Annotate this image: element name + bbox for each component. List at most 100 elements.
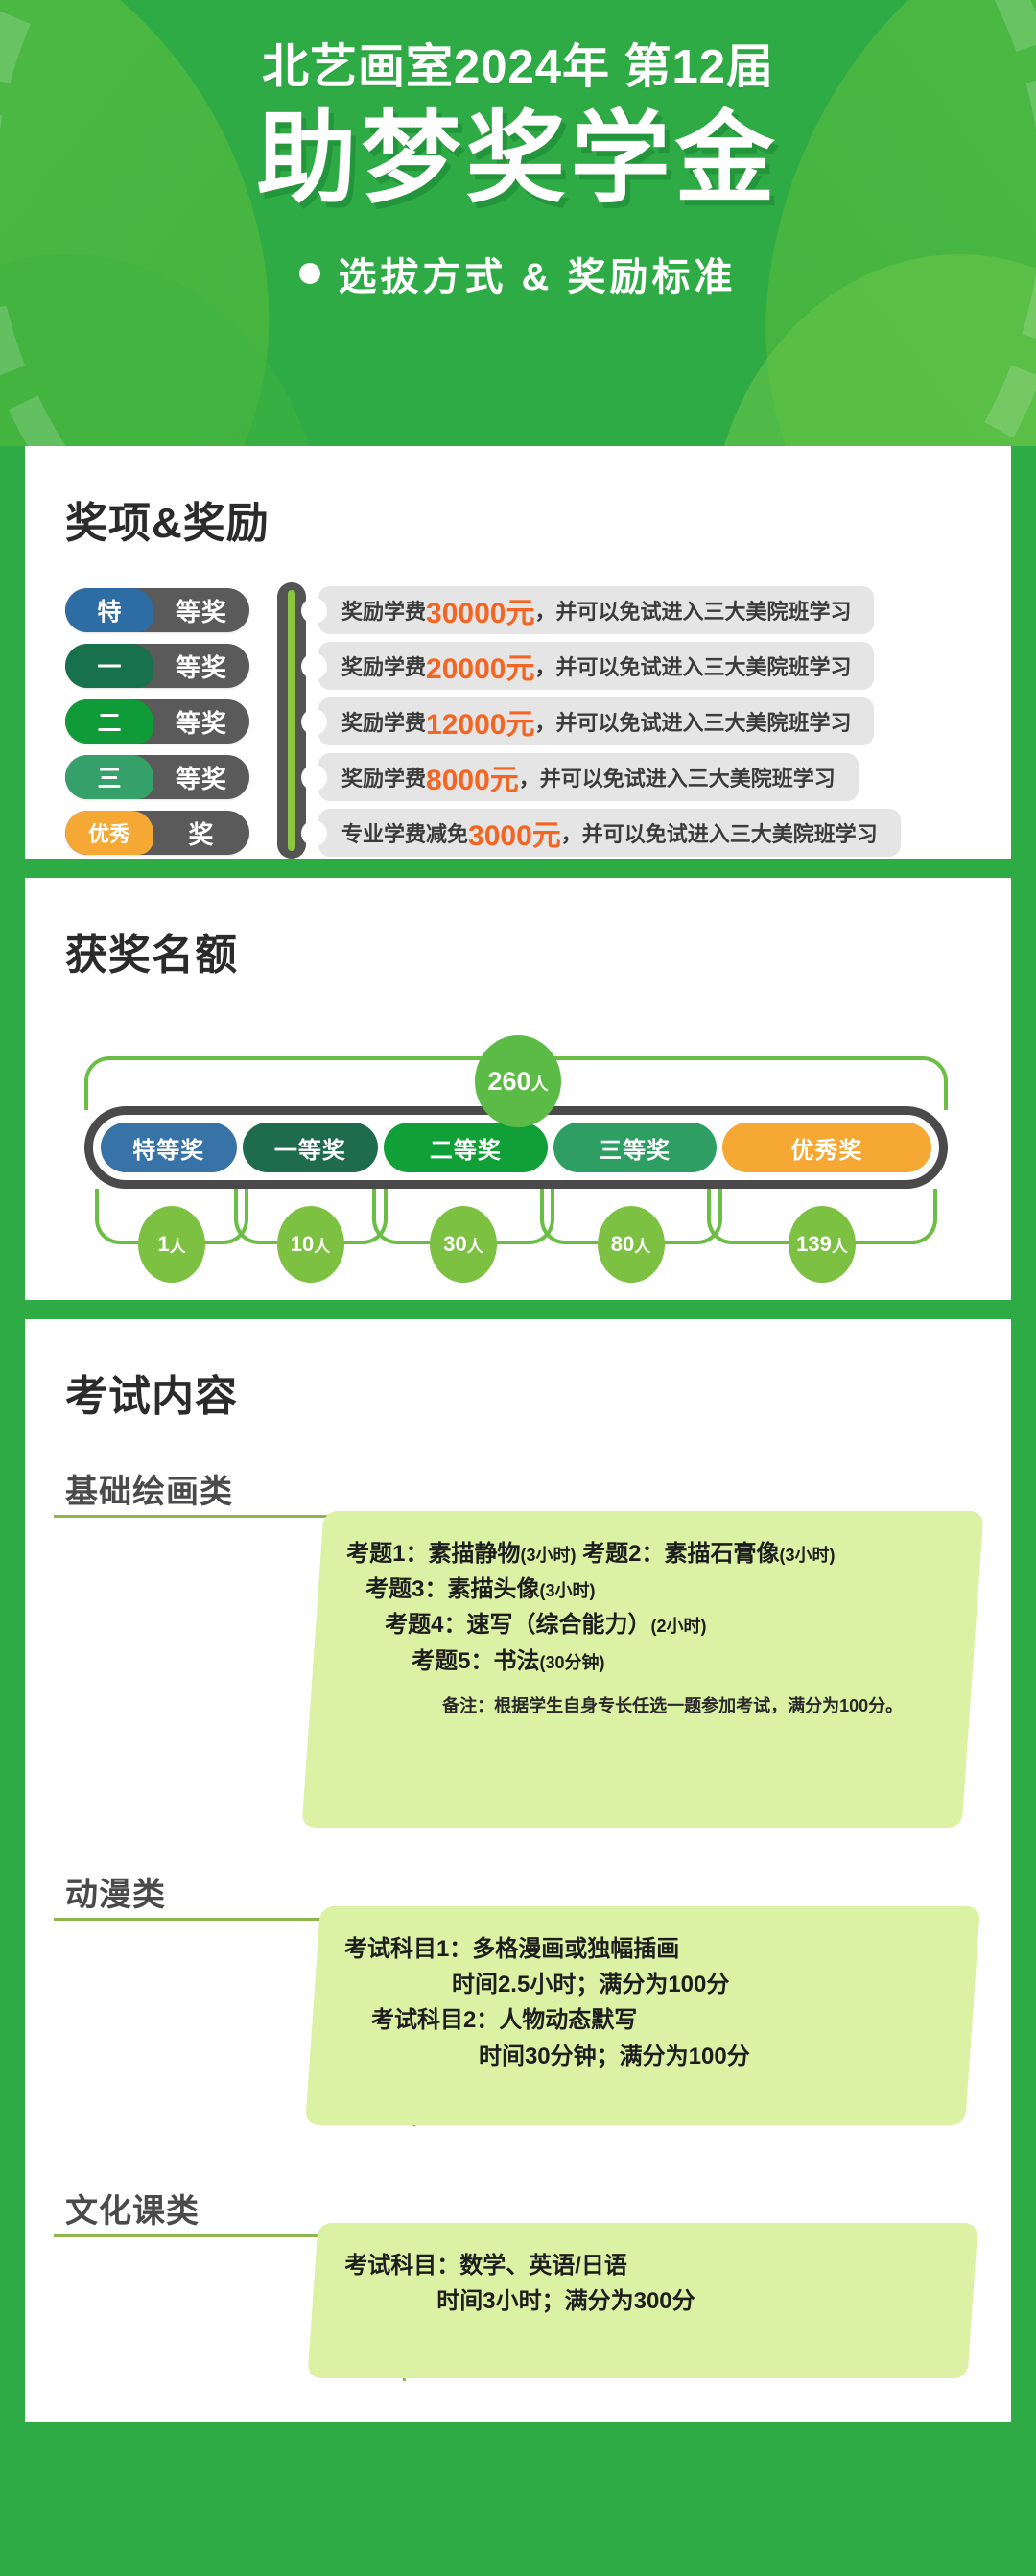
- exam-line: 时间3小时；满分为300分: [436, 2283, 943, 2319]
- exam-line: 考题1：素描静物(3小时) 考题2：素描石膏像(3小时): [346, 1536, 945, 1572]
- reward-amount: 12000元: [426, 709, 535, 741]
- reward-suffix: ，并可以免试进入三大美院班学习: [518, 767, 836, 791]
- reward-amount: 3000元: [468, 820, 561, 852]
- exam-line-duration: (2小时): [650, 1617, 707, 1637]
- reward-amount: 30000元: [426, 598, 535, 629]
- exam-connector-line-icon: [54, 1514, 433, 1841]
- timeline-dot-icon: [301, 764, 327, 791]
- award-grade-char: 特: [65, 588, 153, 632]
- reward-amount: 8000元: [426, 765, 519, 796]
- exam-line-duration: (3小时): [539, 1581, 596, 1601]
- award-grade-badge: 优秀 奖: [65, 811, 249, 855]
- exam-line-text: 考题1：素描静物: [346, 1541, 521, 1567]
- exam-line: 考试科目1：多格漫画或独幅插画: [344, 1931, 943, 1967]
- award-grade-suffix: 等奖: [175, 764, 227, 793]
- header-tagline-row: 选拔方式 & 奖励标准: [0, 246, 1036, 301]
- reward-prefix: 奖励学费: [341, 655, 427, 679]
- quota-total-bubble: 260人: [475, 1035, 561, 1127]
- quota-grade-pill[interactable]: 一等奖: [242, 1123, 379, 1172]
- exam-line-text: 考题5：书法: [412, 1647, 540, 1674]
- quota-grade-pill[interactable]: 特等奖: [101, 1123, 237, 1172]
- exam-card: 考试内容 基础绘画类考题1：素描静物(3小时) 考题2：素描石膏像(3小时)考题…: [25, 1319, 1011, 2422]
- timeline-dot-icon: [301, 819, 327, 846]
- exam-line: 考试科目2：人物动态默写: [371, 2002, 943, 2038]
- exam-category-label: 文化课类: [65, 2193, 200, 2230]
- reward-suffix: ，并可以免试进入三大美院班学习: [534, 655, 852, 679]
- reward-prefix: 专业学费减免: [341, 822, 469, 846]
- quota-grade-pill[interactable]: 优秀奖: [721, 1123, 931, 1172]
- exam-line: 考题4：速写（综合能力）(2小时): [385, 1607, 945, 1642]
- quota-grade-pill[interactable]: 三等奖: [553, 1123, 717, 1172]
- reward-amount: 20000元: [426, 653, 535, 685]
- exam-line-text: 时间2.5小时；满分为100分: [451, 1972, 730, 1998]
- exam-line-text-2: 考题2：素描石膏像: [576, 1541, 780, 1567]
- timeline-dot-icon: [301, 597, 327, 624]
- award-grade-suffix: 等奖: [175, 708, 227, 738]
- award-grade-badge: 三等奖: [65, 755, 249, 799]
- award-grade-suffix: 奖: [188, 819, 215, 849]
- exam-category-label: 基础绘画类: [65, 1474, 233, 1510]
- exam-connector-line-icon: [54, 2233, 407, 2393]
- quota-grade-pill[interactable]: 二等奖: [384, 1123, 548, 1172]
- award-grade-char: 二: [65, 699, 153, 744]
- award-grade-badge: 一等奖: [65, 644, 249, 688]
- reward-prefix: 奖励学费: [341, 767, 427, 791]
- award-grade-badge: 特等奖: [65, 588, 249, 632]
- exam-line-text: 时间30分钟；满分为100分: [478, 2043, 750, 2069]
- header-tagline: 选拔方式 & 奖励标准: [338, 256, 737, 299]
- reward-suffix: ，并可以免试进入三大美院班学习: [560, 822, 878, 846]
- awards-section-title: 奖项&奖励: [65, 500, 270, 547]
- poster-header: 北艺画室2024年 第12届 助梦奖学金 选拔方式 & 奖励标准: [0, 0, 1036, 446]
- reward-suffix: ，并可以免试进入三大美院班学习: [534, 600, 852, 624]
- poster-main-title: 助梦奖学金: [256, 104, 780, 216]
- reward-prefix: 奖励学费: [341, 711, 427, 735]
- exam-connector-line-icon: [54, 1917, 416, 2139]
- exam-line-duration: (3小时): [520, 1546, 577, 1565]
- exam-line-text: 考题3：素描头像: [365, 1576, 540, 1603]
- exam-content-panel: 考题1：素描静物(3小时) 考题2：素描石膏像(3小时)考题3：素描头像(3小时…: [301, 1511, 984, 1828]
- exam-line-text: 时间3小时；满分为300分: [436, 2288, 695, 2315]
- exam-line: 考试科目：数学、英语/日语: [344, 2248, 943, 2283]
- dot-icon: [299, 263, 321, 285]
- award-grade-char: 一: [65, 644, 153, 688]
- timeline-rail-inner-icon: [288, 590, 295, 851]
- exam-categories: 基础绘画类考题1：素描静物(3小时) 考题2：素描石膏像(3小时)考题3：素描头…: [25, 1455, 1011, 2453]
- reward-suffix: ，并可以免试进入三大美院班学习: [534, 711, 852, 735]
- exam-line: 考题3：素描头像(3小时): [365, 1572, 945, 1607]
- award-grade-char: 优秀: [65, 811, 153, 855]
- exam-content-panel: 考试科目：数学、英语/日语时间3小时；满分为300分: [307, 2223, 978, 2378]
- timeline-dot-icon: [301, 708, 327, 735]
- exam-line: 时间2.5小时；满分为100分: [452, 1967, 943, 2002]
- reward-prefix: 奖励学费: [341, 600, 427, 624]
- quota-total-label: 260人: [487, 1066, 549, 1096]
- quota-section-title: 获奖名额: [65, 932, 238, 979]
- award-grade-char: 三: [65, 755, 153, 799]
- exam-line-duration: (30分钟): [539, 1652, 605, 1672]
- timeline-dot-icon: [301, 652, 327, 679]
- header-subtitle-line: 北艺画室2024年 第12届: [261, 41, 775, 93]
- award-grade-suffix: 等奖: [175, 597, 227, 626]
- award-grade-badge: 二等奖: [65, 699, 249, 744]
- exam-line: 考题5：书法(30分钟): [412, 1643, 945, 1679]
- exam-section-title: 考试内容: [65, 1373, 238, 1420]
- exam-line-text: 考题4：速写（综合能力）: [385, 1612, 651, 1639]
